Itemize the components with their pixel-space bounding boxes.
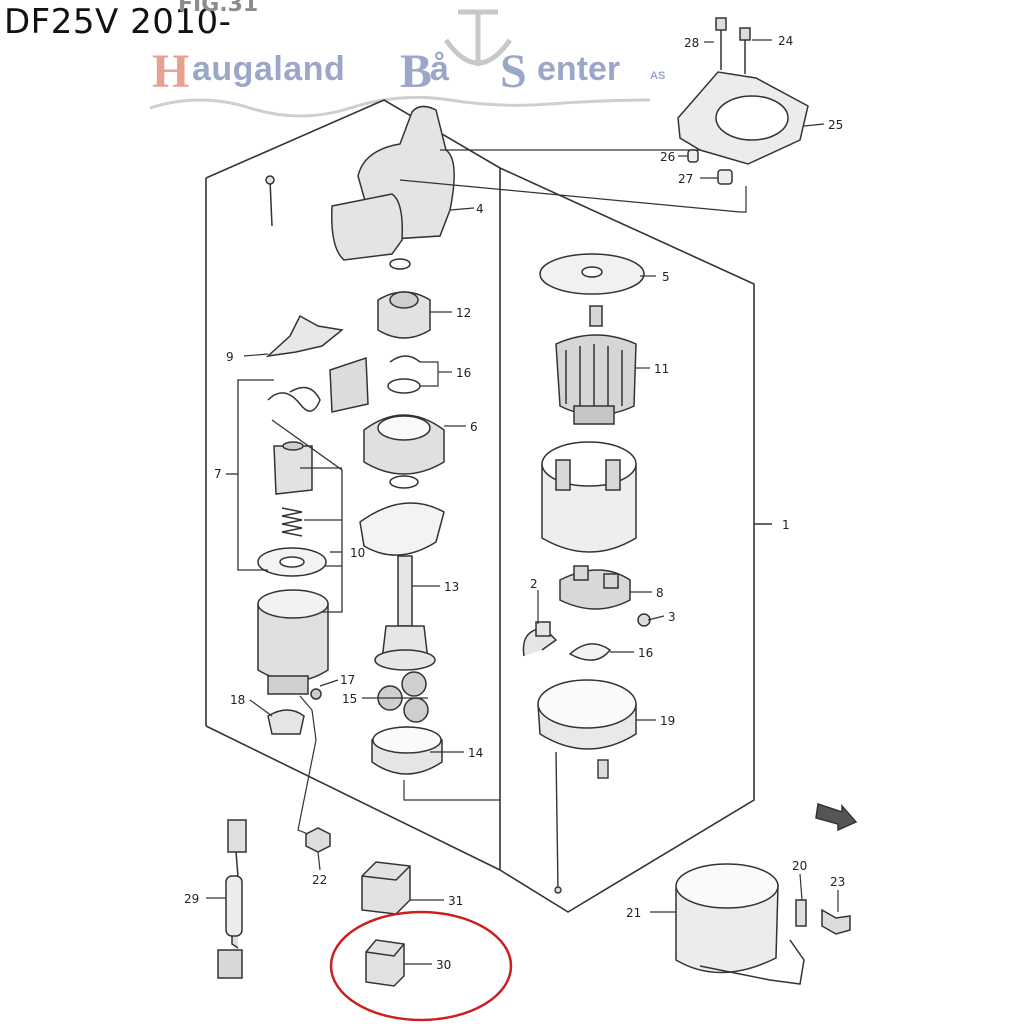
part-23-bolt [821,908,851,935]
callout-13: 13 [444,580,459,594]
callout-20: 20 [792,859,807,873]
part-26-27-pins [687,149,733,185]
callout-3: 3 [668,610,676,624]
model-title: DF25V 2010- [4,2,232,42]
part-2-brush-lead [522,621,558,657]
part-return-spring [281,507,303,537]
watermark-word-senter: enter [537,50,621,88]
watermark-word-baa: å [430,50,449,88]
callout-26: 26 [660,150,675,164]
part-21-strap [675,863,805,985]
part-17-terminal [310,688,322,700]
callout-7: 7 [214,467,222,481]
callout-29: 29 [184,892,199,906]
callout-15: 15 [342,692,357,706]
part-22-nut [305,827,331,853]
callout-1: 1 [782,518,790,532]
part-spring-wire [267,386,321,412]
part-16-circlip-washer [387,355,421,394]
watermark-initial-h: H [152,45,190,98]
through-bolt-long [554,751,609,894]
part-18-clamp [267,709,305,735]
callout-6: 6 [470,420,478,434]
watermark-anchor-icon [443,9,513,66]
watermark-suffix-as: AS [650,70,666,82]
callout-5: 5 [662,270,670,284]
watermark-initial-b: B [400,45,433,98]
part-1-yoke [541,441,637,553]
part-solenoid-gasket [257,547,327,577]
callout-27: 27 [678,172,693,186]
callout-14: 14 [468,746,483,760]
part-gasket-plate [359,502,445,556]
assembly-outline [205,99,772,913]
callout-24: 24 [778,34,793,48]
callout-16-lower: 16 [638,646,653,660]
figure-number: FIG.31 [178,0,259,17]
part-6-drive-housing [363,414,445,489]
callout-31: 31 [448,894,463,908]
part-5-plate [539,253,645,295]
watermark-initial-s: S [500,45,527,98]
callout-17: 17 [340,673,355,687]
callout-leader-lines [206,39,839,965]
callout-10: 10 [350,546,365,560]
callout-8: 8 [656,586,664,600]
callout-2: 2 [530,577,538,591]
watermark-wave-line [149,95,651,118]
callout-25: 25 [828,118,843,132]
part-15-planet-gears [377,671,429,723]
part-29-wire-harness [217,819,247,979]
part-13-shaft [374,555,436,671]
part-12-pinion [377,258,431,339]
callout-labels: 1 2 3 4 5 6 7 8 9 10 11 12 13 14 15 16 1… [184,34,845,972]
callout-18: 18 [230,693,245,707]
part-19-end-cover [537,679,637,750]
part-11-armature [555,305,637,425]
callout-4: 4 [476,202,484,216]
callout-22: 22 [312,873,327,887]
part-31-relay [361,861,411,915]
part-plunger-box [329,356,369,413]
part-30-relay [365,939,405,987]
callout-30: 30 [436,958,451,972]
callout-28: 28 [684,36,699,50]
callout-11: 11 [654,362,669,376]
part-24-28-bolts [715,17,751,74]
part-plunger [273,441,313,495]
group-bracket-lines [226,379,343,613]
part-solenoid-body [257,589,329,695]
part-9-lever [265,314,344,358]
part-14-internal-gear [371,726,443,775]
callout-21: 21 [626,906,641,920]
callout-9: 9 [226,350,234,364]
part-4-top-cover [265,105,455,261]
highlight-circle-part-30 [329,910,513,1022]
part-8-brush-holder [559,565,631,610]
forward-arrow-icon [815,803,858,832]
watermark-word-haugaland: augaland [192,50,346,88]
callout-23: 23 [830,875,845,889]
callout-19: 19 [660,714,675,728]
part-25-bracket [677,71,809,165]
part-20-clip [795,899,807,927]
callout-16-upper: 16 [456,366,471,380]
callout-12: 12 [456,306,471,320]
part-16-washer-lower [568,643,612,661]
